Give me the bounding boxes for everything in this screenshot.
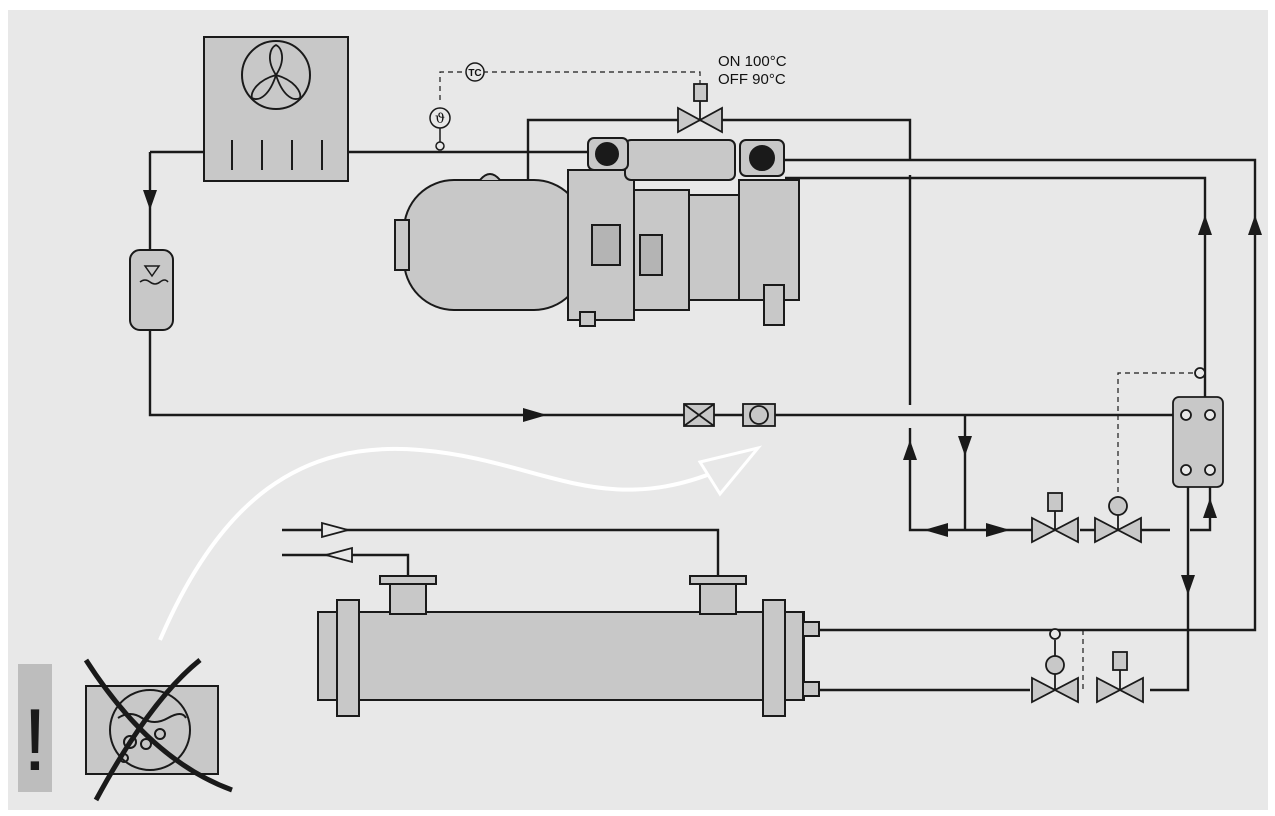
sensor-symbol: ϑ: [435, 111, 445, 127]
piping: [148, 118, 1257, 692]
crossed-out-icon: [83, 658, 233, 802]
plate-heat-exchanger: [1172, 367, 1224, 488]
suction-inner-line: [785, 176, 1207, 405]
evaporator-expansion-valve: [1031, 628, 1079, 704]
thermostat-label: TC: [468, 68, 481, 79]
water-outlet-line: [282, 528, 720, 576]
liquid-level-icon: [139, 265, 169, 285]
liquid-receiver: [129, 249, 174, 331]
screw-compressor: [394, 137, 800, 327]
setpoint-off-label: OFF 90°C: [718, 71, 786, 88]
shell-tube-evaporator: [317, 575, 820, 717]
condenser: [203, 36, 349, 182]
economizer-solenoid-valve: [1031, 492, 1079, 544]
filter-drier: [683, 403, 715, 427]
thermostat-controller: TC: [465, 62, 485, 82]
relocation-arrow: [158, 445, 763, 641]
liquid-line: [148, 330, 1175, 417]
warning-panel: !: [18, 664, 52, 792]
suction-outer-line: [785, 158, 1257, 632]
economizer-expansion-valve: [1094, 496, 1142, 544]
sight-glass: [742, 403, 776, 427]
hx-down-line: [1150, 470, 1190, 692]
fan-icon: [241, 40, 311, 110]
setpoint-on-label: ON 100°C: [718, 53, 787, 70]
liquid-solenoid-valve: [1096, 651, 1144, 704]
hx-side-line: [1190, 470, 1212, 532]
injection-solenoid-valve: [677, 83, 723, 134]
exclamation-icon: !: [23, 690, 47, 789]
water-flow-arrows: [321, 521, 353, 564]
discharge-temp-sensor: ϑ: [429, 107, 451, 151]
